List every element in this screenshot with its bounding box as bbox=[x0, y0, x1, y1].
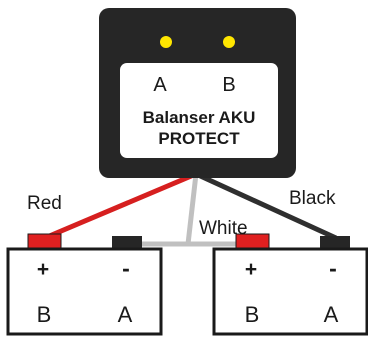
battery-right-minus-sign: - bbox=[329, 255, 337, 281]
battery-right: + - B A bbox=[212, 233, 368, 336]
led-a-indicator bbox=[160, 36, 172, 48]
battery-right-b-label: B bbox=[245, 302, 260, 327]
led-b-indicator bbox=[223, 36, 235, 48]
battery-right-plus-sign: + bbox=[245, 258, 257, 281]
battery-right-a-label: A bbox=[324, 302, 339, 327]
battery-left-minus-sign: - bbox=[122, 255, 130, 281]
port-a-label: A bbox=[153, 74, 167, 96]
device-label-panel bbox=[120, 63, 278, 158]
port-b-label: B bbox=[222, 74, 235, 96]
battery-right-plus-terminal bbox=[235, 233, 270, 250]
white-wire-top bbox=[185, 173, 199, 245]
battery-left-a-label: A bbox=[118, 302, 133, 327]
battery-left-plus-sign: + bbox=[37, 258, 49, 281]
red-wire bbox=[46, 171, 197, 240]
battery-left: + - B A bbox=[6, 233, 163, 336]
battery-right-body bbox=[212, 247, 368, 336]
battery-left-b-label: B bbox=[37, 302, 52, 327]
red-wire-label: Red bbox=[27, 193, 62, 214]
battery-left-body bbox=[6, 247, 163, 336]
battery-left-minus-terminal bbox=[112, 236, 142, 249]
device-name-line2: PROTECT bbox=[158, 129, 240, 148]
battery-left-plus-terminal bbox=[27, 233, 62, 250]
black-wire bbox=[194, 171, 338, 241]
battery-right-minus-terminal bbox=[320, 236, 350, 249]
balancer-device: A B Balanser AKU PROTECT bbox=[99, 8, 296, 178]
device-name-line1: Balanser AKU bbox=[143, 108, 256, 127]
white-wire-label: White bbox=[199, 218, 248, 239]
black-wire-label: Black bbox=[289, 188, 336, 209]
